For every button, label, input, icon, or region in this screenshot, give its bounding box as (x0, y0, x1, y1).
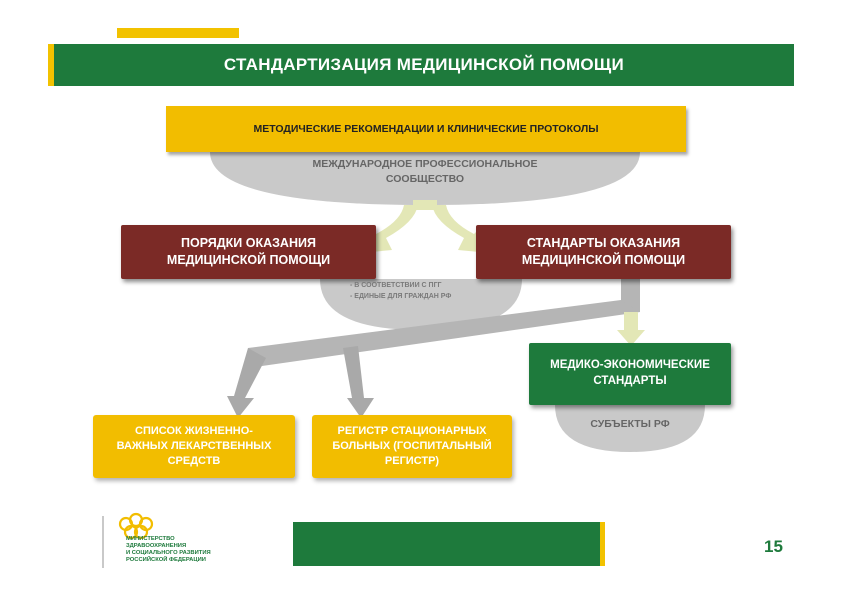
care-procedures-box: ПОРЯДКИ ОКАЗАНИЯ МЕДИЦИНСКОЙ ПОМОЩИ (121, 225, 376, 279)
international-community-label: МЕЖДУНАРОДНОЕ ПРОФЕССИОНАЛЬНОЕ СООБЩЕСТВ… (260, 157, 590, 186)
subjects-semicircle (555, 405, 705, 452)
care-procedures-line-2: МЕДИЦИНСКОЙ ПОМОЩИ (166, 253, 331, 267)
logo-line-2: ЗДРАВООХРАНЕНИЯ (126, 543, 187, 550)
title-bar: СТАНДАРТИЗАЦИЯ МЕДИЦИНСКОЙ ПОМОЩИ (48, 44, 794, 86)
care-standards-line-1: СТАНДАРТЫ ОКАЗАНИЯ (526, 236, 681, 251)
note-unified: - ЕДИНЫЕ ДЛЯ ГРАЖДАН РФ (350, 292, 452, 300)
essential-drugs-line-3: СРЕДСТВ (167, 454, 221, 467)
hospital-register-line-2: БОЛЬНЫХ (ГОСПИТАЛЬНЫЙ (332, 440, 492, 453)
notes-semicircle (320, 279, 522, 330)
pipe-to-yellow-2 (343, 346, 374, 418)
medical-economic-standards-box: МЕДИКО-ЭКОНОМИЧЕСКИЕ СТАНДАРТЫ (529, 343, 731, 405)
care-procedures-line-1: ПОРЯДКИ ОКАЗАНИЯ (181, 236, 316, 251)
logo-line-1: МИНИСТЕРСТВО (126, 536, 175, 542)
medical-economic-line-1: МЕДИКО-ЭКОНОМИЧЕСКИЕ (550, 359, 710, 372)
medical-economic-line-2: СТАНДАРТЫ (593, 375, 667, 387)
logo-divider (102, 516, 104, 568)
arrow-to-green-box (617, 312, 645, 346)
ministry-logo-text: МИНИСТЕРСТВО ЗДРАВООХРАНЕНИЯ И СОЦИАЛЬНО… (126, 536, 266, 564)
international-line-2: СООБЩЕСТВО (385, 172, 465, 185)
hospital-register-line-1: РЕГИСТР СТАЦИОНАРНЫХ (337, 425, 487, 438)
page-number: 15 (764, 537, 783, 556)
logo-line-4: РОССИЙСКОЙ ФЕДЕРАЦИИ (126, 557, 206, 564)
logo-line-3: И СОЦИАЛЬНОГО РАЗВИТИЯ (126, 550, 211, 557)
hospital-register-box: РЕГИСТР СТАЦИОНАРНЫХ БОЛЬНЫХ (ГОСПИТАЛЬН… (312, 415, 512, 478)
top-accent-bar (117, 28, 239, 38)
pipe-to-yellow-1 (227, 348, 266, 418)
split-arrow-right (432, 205, 490, 253)
international-line-1: МЕЖДУНАРОДНОЕ ПРОФЕССИОНАЛЬНОЕ (312, 158, 538, 170)
footer-bar (293, 522, 605, 566)
care-standards-box: СТАНДАРТЫ ОКАЗАНИЯ МЕДИЦИНСКОЙ ПОМОЩИ (476, 225, 731, 279)
guidelines-box: МЕТОДИЧЕСКИЕ РЕКОМЕНДАЦИИ И КЛИНИЧЕСКИЕ … (166, 106, 686, 152)
essential-drugs-line-2: ВАЖНЫХ ЛЕКАРСТВЕННЫХ (116, 440, 272, 453)
guidelines-label: МЕТОДИЧЕСКИЕ РЕКОМЕНДАЦИИ И КЛИНИЧЕСКИЕ … (253, 122, 599, 135)
subjects-rf-label: СУБЪЕКТЫ РФ (590, 418, 670, 430)
international-semicircle (210, 152, 640, 205)
hospital-register-line-3: РЕГИСТР) (384, 454, 440, 467)
page-title: СТАНДАРТИЗАЦИЯ МЕДИЦИНСКОЙ ПОМОЩИ (223, 55, 625, 74)
essential-drugs-list-box: СПИСОК ЖИЗНЕННО- ВАЖНЫХ ЛЕКАРСТВЕННЫХ СР… (93, 415, 295, 478)
note-pgg: - В СООТВЕТСТВИИ С ПГГ (350, 282, 442, 289)
care-standards-line-2: МЕДИЦИНСКОЙ ПОМОЩИ (521, 253, 686, 267)
split-arrow-stem (413, 200, 437, 210)
standards-notes: - В СООТВЕТСТВИИ С ПГГ - ЕДИНЫЕ ДЛЯ ГРАЖ… (350, 281, 510, 302)
essential-drugs-line-1: СПИСОК ЖИЗНЕННО- (135, 425, 253, 438)
ministry-logo-icon (118, 512, 154, 540)
